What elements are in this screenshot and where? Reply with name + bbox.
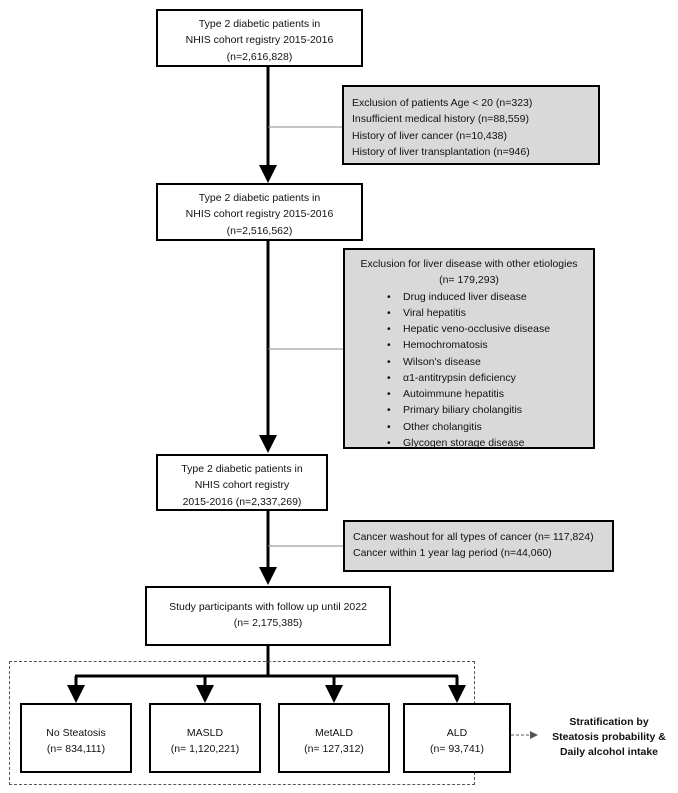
step-3-line-1: Type 2 diabetic patients in — [181, 463, 303, 475]
outcome-count: (n= 93,741) — [430, 743, 484, 756]
step-box-2: Type 2 diabetic patients in NHIS cohort … — [156, 183, 363, 241]
outcome-box-ald: ALD (n= 93,741) — [403, 703, 511, 773]
exclusion-1-item: Insufficient medical history (n=88,559) — [352, 113, 529, 126]
step-1-count: (n=2,616,828) — [226, 50, 293, 63]
exclusion-2-list-item: Primary biliary cholangitis — [387, 402, 585, 419]
outcome-name: ALD — [446, 727, 468, 739]
exclusion-1-item: Exclusion of patients Age < 20 (n=323) — [352, 97, 533, 109]
step-1-line-2: NHIS cohort registry 2015-2016 — [185, 34, 334, 47]
exclusion-2-list-item: α1-antitrypsin deficiency — [387, 370, 585, 387]
outcome-box-metald: MetALD (n= 127,312) — [278, 703, 390, 773]
step-4-count: (n= 2,175,385) — [233, 617, 303, 630]
outcome-count: (n= 1,120,221) — [170, 743, 240, 756]
exclusion-2-list-item: Hepatic veno-occlusive disease — [387, 321, 585, 338]
stratification-note: Stratification by Steatosis probability … — [542, 715, 676, 761]
exclusion-box-3: Cancer washout for all types of cancer (… — [343, 520, 614, 572]
step-box-1: Type 2 diabetic patients in NHIS cohort … — [156, 9, 363, 67]
exclusion-1-item: History of liver cancer (n=10,438) — [352, 129, 507, 142]
step-3-line-2: NHIS cohort registry — [194, 479, 290, 492]
exclusion-1-item: History of liver transplantation (n=946) — [352, 145, 530, 158]
step-2-count: (n=2,516,562) — [226, 224, 293, 237]
exclusion-2-list-item: Other cholangitis — [387, 419, 585, 436]
outcome-name: MetALD — [315, 727, 353, 739]
step-2-line-2: NHIS cohort registry 2015-2016 — [185, 208, 334, 221]
step-box-3: Type 2 diabetic patients in NHIS cohort … — [156, 454, 328, 511]
exclusion-2-title: Exclusion for liver disease with other e… — [360, 258, 578, 270]
exclusion-3-item: Cancer washout for all types of cancer (… — [353, 531, 594, 543]
exclusion-2-list-item: Viral hepatitis — [387, 305, 585, 322]
outcome-name: MASLD — [186, 727, 224, 739]
step-2-line-1: Type 2 diabetic patients in — [198, 192, 321, 204]
step-4-line-1: Study participants with follow up until … — [169, 601, 367, 613]
exclusion-3-item: Cancer within 1 year lag period (n=44,06… — [353, 547, 552, 560]
exclusion-2-count: (n= 179,293) — [439, 274, 499, 287]
exclusion-2-list-item: Drug induced liver disease — [387, 289, 585, 306]
outcome-name: No Steatosis — [46, 727, 106, 739]
outcome-count: (n= 127,312) — [304, 743, 364, 756]
exclusion-2-list-item: Autoimmune hepatitis — [387, 386, 585, 403]
outcome-count: (n= 834,111) — [46, 743, 106, 756]
outcome-box-masld: MASLD (n= 1,120,221) — [149, 703, 261, 773]
outcome-box-no-steatosis: No Steatosis (n= 834,111) — [20, 703, 132, 773]
exclusion-2-list-item: Glycogen storage disease — [387, 435, 585, 452]
step-1-line-1: Type 2 diabetic patients in — [198, 18, 321, 30]
stratification-line-3: Daily alcohol intake — [559, 746, 659, 759]
exclusion-2-list-item: Wilson's disease — [387, 354, 585, 371]
exclusion-box-2: Exclusion for liver disease with other e… — [343, 248, 595, 452]
exclusion-2-list-item: Hemochromatosis — [387, 337, 585, 354]
stratification-line-2: Steatosis probability & — [552, 731, 666, 744]
step-box-4: Study participants with follow up until … — [145, 586, 391, 646]
step-3-count: 2015-2016 (n=2,337,269) — [182, 495, 302, 508]
stratification-line-1: Stratification by — [569, 716, 649, 728]
exclusion-box-1: Exclusion of patients Age < 20 (n=323) I… — [342, 85, 600, 165]
exclusion-2-list: Drug induced liver disease Viral hepatit… — [353, 289, 585, 452]
